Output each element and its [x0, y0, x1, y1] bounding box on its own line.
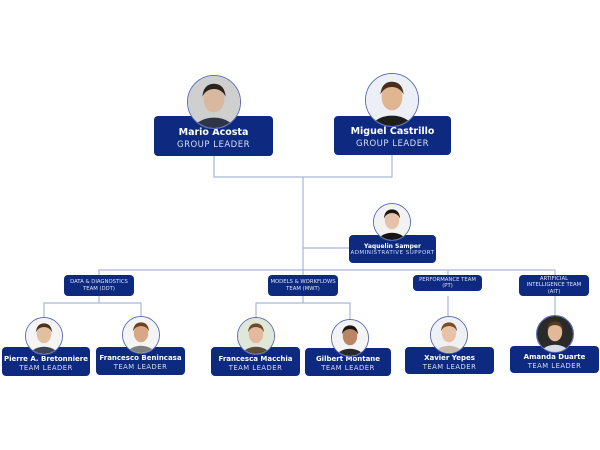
xavier-yepes-photo [430, 316, 468, 354]
person-name: Miguel Castrillo [350, 126, 435, 137]
person-role: GROUP LEADER [177, 139, 250, 150]
person-role: TEAM LEADER [527, 361, 582, 370]
francesco-benincasa-photo [122, 316, 160, 354]
person-name: Pierre A. Bretonniere [3, 354, 88, 363]
yaquelin-samper-photo [373, 203, 411, 241]
mario-acosta-photo [187, 75, 241, 129]
person-name: Gilbert Montane [315, 355, 381, 363]
team-label: ARTIFICIAL INTELLIGENCE TEAM (AIT) [519, 275, 589, 296]
team-label: MODELS & WORKFLOWS TEAM (MWT) [268, 275, 338, 296]
person-name: Yaquelin Samper [364, 242, 421, 250]
gilbert-montane-photo [331, 319, 369, 357]
person-name: Xavier Yepes [424, 353, 475, 362]
person-name: Francesco Benincasa [99, 354, 182, 362]
person-role: ADMINISTRATIVE SUPPORT [350, 249, 435, 256]
pierre-bretonniere-photo [25, 317, 63, 355]
miguel-castrillo-photo [365, 73, 419, 127]
amanda-duarte-photo [536, 315, 574, 353]
person-name: Francesca Macchia [218, 354, 293, 363]
person-role: TEAM LEADER [422, 362, 477, 371]
person-name: Mario Acosta [178, 126, 249, 138]
francesca-macchia-photo [237, 317, 275, 355]
person-role: TEAM LEADER [19, 363, 73, 372]
team-label: PERFORMANCE TEAM (PT) [413, 275, 482, 291]
team-label: DATA & DIAGNOSTICS TEAM (DDT) [64, 275, 134, 296]
person-role: TEAM LEADER [228, 363, 283, 372]
person-name: Amanda Duarte [523, 352, 586, 361]
person-role: TEAM LEADER [113, 363, 168, 371]
person-role: GROUP LEADER [356, 139, 429, 149]
person-role: TEAM LEADER [321, 364, 375, 372]
